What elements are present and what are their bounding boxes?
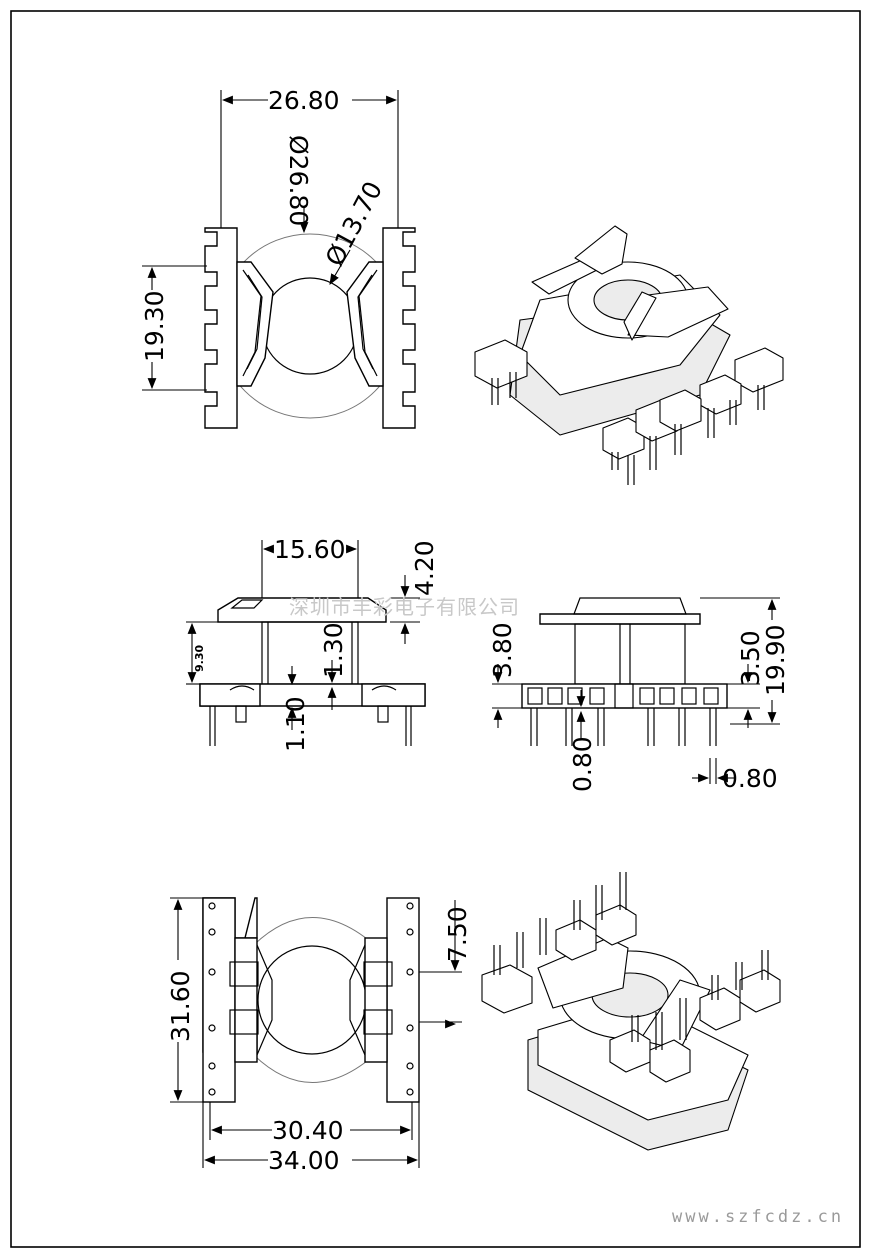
dim-side-gap: 1.30	[319, 622, 348, 678]
dim-front-total-height: 19.90	[761, 624, 790, 696]
site-url: www.szfcdz.cn	[672, 1207, 844, 1227]
front-view: 3.80 3.50 19.90 0.80 0.80	[488, 597, 790, 793]
top-view: 26.80 Ø26.80 Ø13.70 19.30	[140, 86, 416, 429]
dim-bottom-pitch: 7.50	[443, 906, 472, 962]
sheet-border	[10, 10, 861, 1248]
dim-pin-dia-left: 0.80	[568, 736, 597, 792]
dim-top-pin-span: 19.30	[140, 290, 169, 362]
dim-side-base: 1.10	[281, 696, 310, 752]
dim-side-height: 9.30	[193, 645, 206, 672]
dim-front-right-height: 3.50	[736, 630, 765, 686]
bottom-view: 31.60 7.50 30.40 34.00	[166, 897, 472, 1175]
iso-view-top	[474, 225, 784, 485]
dim-bottom-inner-width: 30.40	[272, 1116, 344, 1145]
dim-outer-dia: Ø26.80	[284, 135, 313, 226]
dim-bottom-height: 31.60	[166, 970, 195, 1042]
dim-top-width: 26.80	[268, 86, 340, 115]
side-view: 15.60 4.20 9.30 1.30 1.10	[186, 535, 439, 752]
dim-side-top: 4.20	[410, 540, 439, 596]
dim-inner-dia: Ø13.70	[320, 177, 388, 271]
dim-front-left-height: 3.80	[488, 622, 517, 678]
company-watermark: 深圳市丰彩电子有限公司	[289, 595, 520, 619]
dim-side-width: 15.60	[274, 535, 346, 564]
dim-bottom-outer-width: 34.00	[268, 1146, 340, 1175]
dim-pin-dia-right: 0.80	[722, 764, 778, 793]
iso-view-bottom	[481, 872, 781, 1151]
